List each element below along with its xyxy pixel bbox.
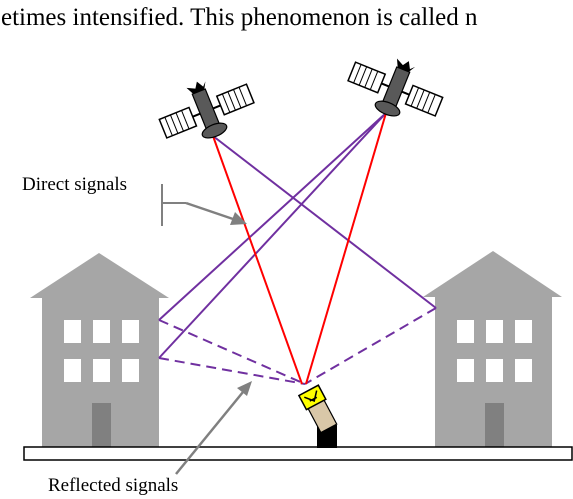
right-building-roof <box>423 251 562 297</box>
reflected-signals-label: Reflected signals <box>48 475 178 496</box>
reflected-signal-bounce-1 <box>304 307 437 385</box>
gnss-receiver-icon <box>297 384 338 448</box>
reflected-signal-incoming-1 <box>212 135 437 309</box>
ground <box>23 446 573 461</box>
direct-signals <box>212 112 387 385</box>
satellite-icon <box>158 81 255 139</box>
satellite-icon <box>347 58 444 117</box>
reflected-signal-bounce-2 <box>158 319 306 385</box>
direct-signal-right <box>305 112 387 385</box>
reflected-signal-bounce-3 <box>158 357 306 385</box>
left-building <box>30 253 169 450</box>
left-building-door <box>92 403 111 450</box>
direct-signals-annotation: Direct signals <box>22 174 247 226</box>
reflected-pointer-arrowhead <box>237 381 252 396</box>
direct-signal-left <box>212 135 303 385</box>
right-building-door <box>485 403 504 450</box>
left-building-roof <box>30 253 169 298</box>
direct-pointer-arrowhead <box>230 212 247 225</box>
reflected-signals-annotation: Reflected signals <box>48 381 252 496</box>
reflected-signals <box>158 112 437 385</box>
caption-text: etimes intensified. This phenomenon is c… <box>1 4 478 31</box>
left-building-windows <box>64 320 139 382</box>
right-building <box>423 251 562 450</box>
reflected-signal-incoming-3 <box>158 112 387 359</box>
reflected-signal-incoming-2 <box>158 112 387 321</box>
direct-signals-label: Direct signals <box>22 174 127 195</box>
right-building-windows <box>457 320 532 382</box>
